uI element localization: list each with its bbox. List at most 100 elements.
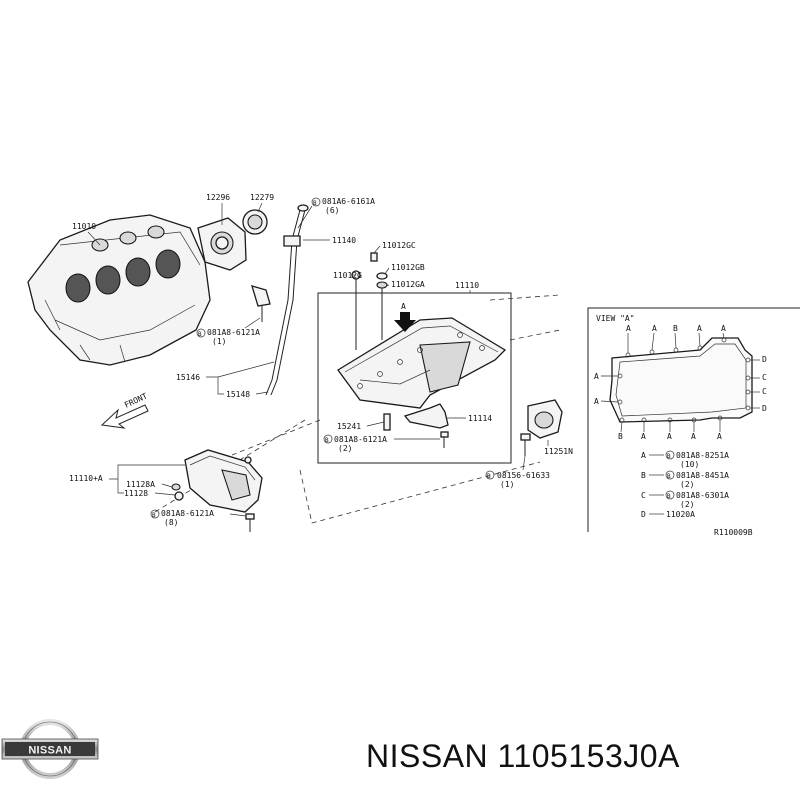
part-number-caption: NISSAN 1105153J0A <box>366 738 680 774</box>
view-a-legend: A B 081A8-8251A (10) B B 081A8-8451A (2)… <box>641 450 729 519</box>
view-a-right-4: D <box>762 404 767 413</box>
view-a-bottom-5: A <box>717 432 722 441</box>
figure-code: R110009B <box>714 528 753 537</box>
label-drain-plug: 11128 <box>124 489 148 498</box>
leader-bolt-lower <box>229 513 247 517</box>
label-front: FRONT <box>123 391 149 409</box>
lower-oil-pan <box>184 449 263 513</box>
view-a-lead-t3 <box>674 332 677 349</box>
view-a-top-1: A <box>626 324 631 333</box>
label-bolt-mid-qty: (2) <box>338 444 352 453</box>
view-a-lead-t4 <box>698 332 701 347</box>
label-plug: 11012G <box>333 271 362 280</box>
oil-level-gauge-guide <box>265 204 309 396</box>
legend-key-d: D <box>641 510 646 519</box>
view-a-frame <box>587 307 800 532</box>
mid-bolt <box>440 431 449 448</box>
front-arrow <box>100 404 149 429</box>
upper-oil-pan <box>337 317 507 409</box>
view-a-right-2: C <box>762 373 767 382</box>
view-a-lead-b1 <box>620 421 623 433</box>
label-bolt-left: 081A8-6121A <box>207 328 260 337</box>
leader-plug-a <box>385 284 390 287</box>
label-oil-seal: 12279 <box>250 193 274 202</box>
view-a-pan-outline <box>609 337 753 423</box>
label-baffle: 11114 <box>468 414 492 423</box>
label-bolt-top: 081A6-6161A <box>322 197 375 206</box>
bolt-symbol-lower <box>150 509 160 519</box>
leader-pan-lower <box>109 464 185 494</box>
label-bolt-mid: 081A8-6121A <box>334 435 387 444</box>
legend-key-b: B <box>641 471 646 480</box>
label-bolt-lower-qty: (8) <box>164 518 178 527</box>
legend-part-d: 11020A <box>666 510 695 519</box>
label-seal-retainer: 12296 <box>206 193 230 202</box>
plug-parts <box>351 252 388 350</box>
leader-drain-washer <box>161 483 173 488</box>
leader-bolt-left <box>244 317 261 329</box>
label-bolt-top-qty: (6) <box>325 206 339 215</box>
logo-text: NISSAN <box>28 745 71 757</box>
label-plug-c: 11012GC <box>382 241 416 250</box>
upper-pan-box <box>317 292 512 464</box>
leader-gauge-seal <box>255 391 269 395</box>
label-bolt-lower: 081A8-6121A <box>161 509 214 518</box>
bolt-symbol-left <box>196 328 206 338</box>
view-a-bottom-3: A <box>667 432 672 441</box>
seal-cover <box>520 399 563 456</box>
leader-drain-plug <box>154 492 176 496</box>
legend-key-a: A <box>641 451 646 460</box>
view-a-right-1: D <box>762 355 767 364</box>
leader-plug-b <box>384 267 390 275</box>
baffle-plate <box>403 403 449 429</box>
leader-bolt-right <box>522 455 526 471</box>
view-a-left-2: A <box>594 397 599 406</box>
dash-1 <box>231 419 321 456</box>
leader-level-gauge-2 <box>217 361 275 378</box>
nissan-logo: NISSAN <box>1 719 99 779</box>
lower-bolt <box>245 513 255 532</box>
view-a-lead-t2 <box>651 332 655 351</box>
legend-key-c: C <box>641 491 646 500</box>
legend-glyph-a: B <box>667 453 671 460</box>
dash-5 <box>489 294 561 301</box>
bolt-glyph-left: B <box>198 331 202 338</box>
bolt-glyph-right: B <box>487 473 491 480</box>
view-a-lead-t5 <box>722 332 725 339</box>
bolt-glyph-top: B <box>313 200 317 207</box>
legend-part-c: 081A8-6301A <box>676 491 729 500</box>
legend-glyph-b: B <box>667 473 671 480</box>
leader-plug-c <box>373 245 381 254</box>
legend-part-a: 081A8-8251A <box>676 451 729 460</box>
leader-seal <box>257 202 263 213</box>
label-gauge-guide: 11140 <box>332 236 356 245</box>
view-a-top-2: A <box>652 324 657 333</box>
dash-3 <box>509 329 561 341</box>
drain-washer <box>171 483 181 491</box>
label-seal-cover: 11251N <box>544 447 573 456</box>
label-block: 11010 <box>72 222 96 231</box>
legend-qty-b: (2) <box>680 480 694 489</box>
label-bolt-right: 08156-61633 <box>497 471 550 480</box>
bolt-symbol-top <box>311 197 321 207</box>
label-drain-washer: 11128A <box>126 480 155 489</box>
view-a-top-3: B <box>673 324 678 333</box>
label-dowel: 15241 <box>337 422 361 431</box>
label-oil-pan-upper: 11110 <box>455 281 479 290</box>
view-a-bottom-4: A <box>691 432 696 441</box>
engine-block <box>27 214 211 366</box>
view-a-left-1: A <box>594 372 599 381</box>
view-a-arrow <box>394 312 416 332</box>
view-a-right-3: C <box>762 387 767 396</box>
label-plug-b: 11012GB <box>391 263 425 272</box>
label-view-a-marker: A <box>401 302 406 311</box>
bolt-glyph-mid: B <box>325 437 329 444</box>
view-a-bottom-1: B <box>618 432 623 441</box>
leader-dowel <box>366 421 385 427</box>
legend-part-b: 081A8-8451A <box>676 471 729 480</box>
oil-seal <box>242 209 268 235</box>
view-a-bottom-2: A <box>641 432 646 441</box>
leader-bolt-top <box>297 205 313 229</box>
view-a-lead-l2 <box>600 400 619 403</box>
dash-4 <box>299 461 541 524</box>
